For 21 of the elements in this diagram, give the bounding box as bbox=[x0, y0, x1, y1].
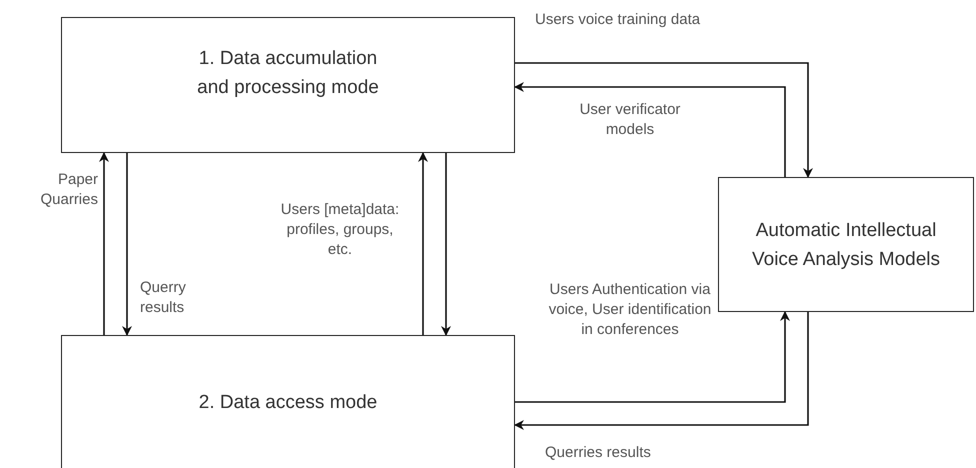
arrow bbox=[514, 312, 809, 430]
edge-label: Paper Quarries bbox=[39, 170, 98, 210]
edge-label: Users Authentication via voice, User identification in conferences bbox=[548, 280, 712, 340]
arrow bbox=[514, 82, 786, 177]
box-title: 1. Data accumulation and processing mode bbox=[196, 47, 380, 100]
arrow bbox=[122, 153, 132, 336]
edge-label: User verificator models bbox=[578, 100, 682, 140]
process-box bbox=[61, 335, 515, 468]
process-box bbox=[61, 17, 515, 153]
arrow bbox=[515, 62, 813, 178]
arrow bbox=[515, 311, 790, 403]
box-title: Automatic Intellectual Voice Analysis Models bbox=[751, 218, 941, 272]
arrow bbox=[418, 152, 428, 335]
edge-label: Querries results bbox=[545, 443, 652, 463]
process-box bbox=[718, 177, 974, 312]
edge-label: Users voice training data bbox=[535, 10, 702, 30]
box-title: 2. Data access mode bbox=[198, 391, 378, 415]
edge-label: Users [meta]data: profiles, groups, etc. bbox=[280, 200, 400, 260]
arrow bbox=[99, 152, 109, 335]
edge-label: Querry results bbox=[140, 278, 187, 318]
arrow bbox=[441, 153, 451, 336]
